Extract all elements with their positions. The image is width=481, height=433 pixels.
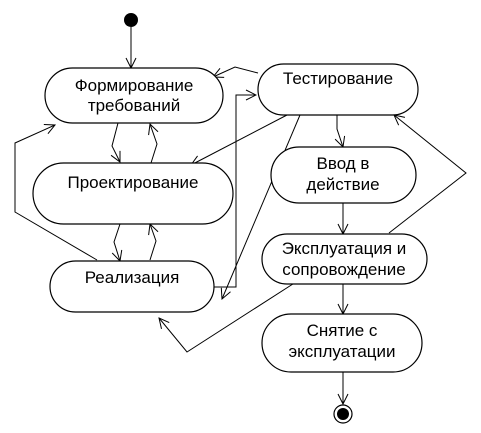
edge-operation-to-implementation	[159, 281, 297, 353]
node-deployment-line-1: Ввод в	[317, 154, 370, 173]
node-requirements-line-1: Формирование	[75, 76, 194, 95]
node-deployment-line-2: действие	[306, 175, 379, 194]
transitions	[14, 27, 467, 404]
edge-design-to-requirements	[150, 124, 157, 164]
edge-operation-to-testing	[388, 115, 467, 234]
edge-implementation-to-testing	[214, 95, 256, 288]
edge-requirements-to-design	[112, 122, 120, 162]
edge-testing-to-implementation	[222, 114, 301, 299]
node-requirements: Формирование требований	[44, 67, 224, 124]
initial-node	[124, 13, 138, 27]
node-design: Проектирование	[32, 162, 234, 225]
node-deployment: Ввод в действие	[270, 146, 417, 204]
node-requirements-line-2: требований	[88, 96, 180, 115]
node-design-label: Проектирование	[67, 173, 198, 192]
node-implementation-label: Реализация	[85, 268, 180, 287]
final-node	[333, 404, 353, 424]
node-decommission-line-1: Снятие с	[307, 321, 378, 340]
edge-implementation-to-design	[150, 224, 156, 261]
node-decommission-line-2: эксплуатации	[288, 342, 395, 361]
node-operation: Эксплуатация и сопровождение	[261, 233, 428, 285]
edge-testing-to-design	[191, 114, 288, 165]
node-testing: Тестирование	[257, 63, 419, 116]
node-implementation: Реализация	[49, 260, 215, 313]
edge-implementation-to-requirements	[14, 125, 98, 261]
edge-testing-to-deployment	[337, 115, 343, 147]
node-decommission: Снятие с эксплуатации	[261, 313, 423, 373]
node-testing-label: Тестирование	[283, 69, 393, 88]
node-operation-line-1: Эксплуатация и	[282, 239, 407, 258]
edge-testing-to-requirements	[213, 66, 259, 77]
edge-design-to-implementation	[114, 223, 120, 261]
node-operation-line-2: сопровождение	[282, 260, 405, 279]
